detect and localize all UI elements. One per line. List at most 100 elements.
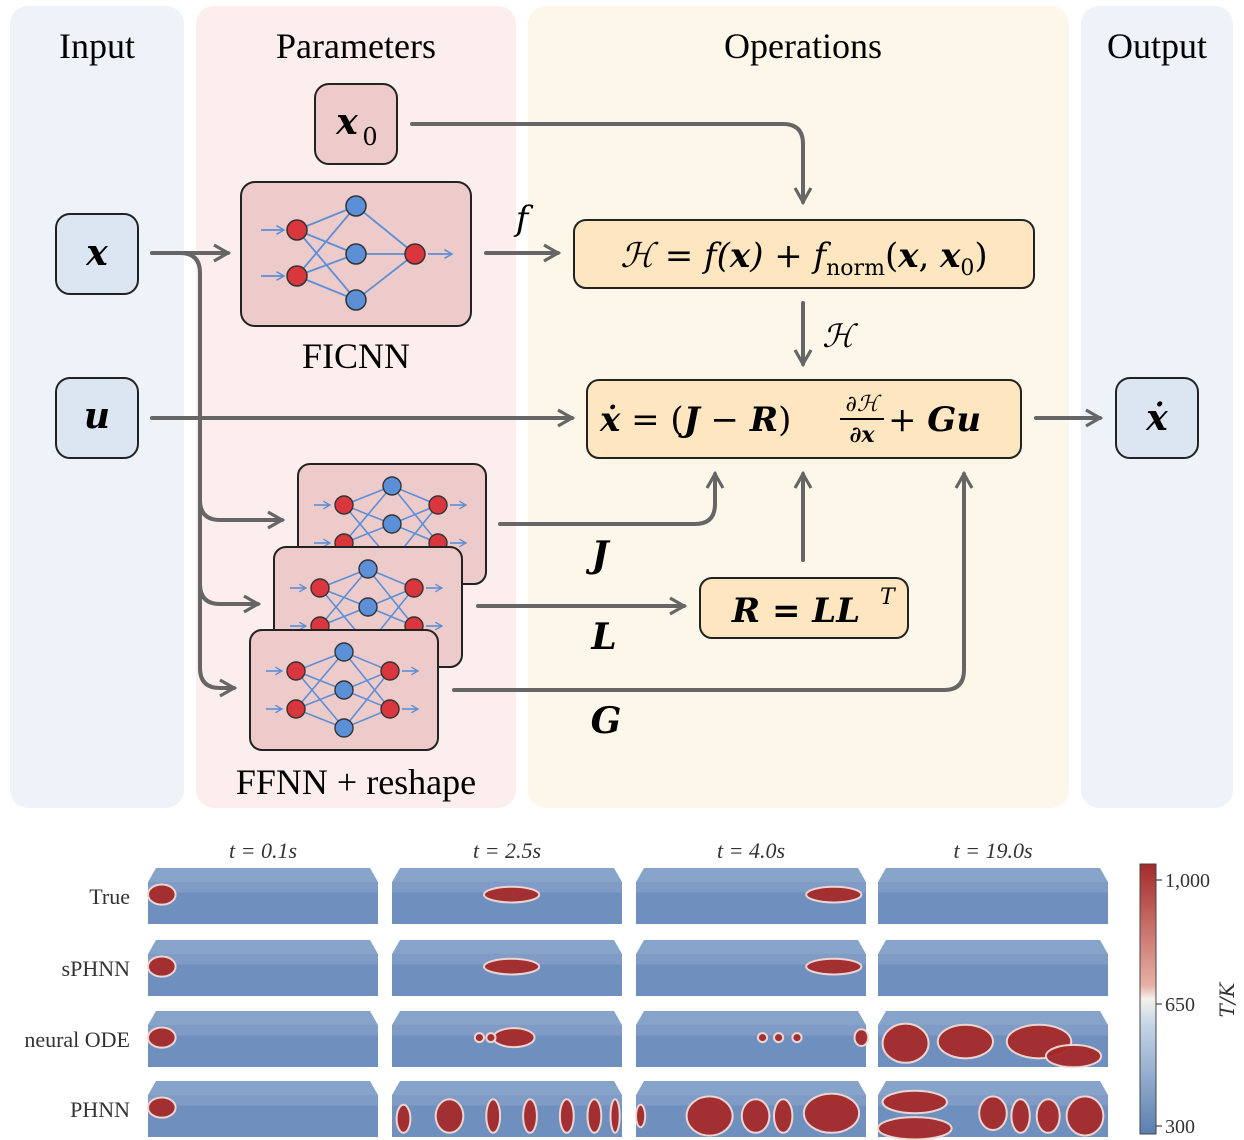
ficnn-neuron [286,219,308,241]
hamiltonian-equation: ℋ = f(x) + fnorm(x, x0) [620,236,987,281]
snapshot-top-face [392,868,622,882]
hot-spot [485,1098,502,1134]
hot-spot [881,1022,930,1064]
ffnn-edge [343,485,393,544]
ffnn-label: FFNN + reshape [236,762,476,802]
R-equation-superscript: T [880,585,897,610]
snapshot-band [878,882,1108,893]
hot-spot [877,1116,953,1140]
dynamics-equation-left: ẋ = (J − R) [599,400,791,440]
simulation-snapshot [878,940,1108,996]
hot-spot [978,1095,1008,1131]
snapshot-top-face [636,1011,866,1025]
hot-spot [473,1032,485,1044]
ffnn-neuron [358,597,378,617]
snapshot-top-face [392,1081,622,1095]
snapshot-band [148,1095,378,1106]
colorbar-tick-label: 300 [1165,1116,1195,1138]
hot-spot [483,957,541,976]
hot-spot [1035,1098,1061,1134]
operations-column-title: Operations [724,26,882,66]
hot-spot [936,1023,995,1060]
ffnn-edge [319,568,369,627]
ffnn-neuron [382,476,402,496]
snapshot-band [636,1025,866,1036]
snapshot-band [392,1095,622,1106]
colorbar [1139,863,1157,1135]
hot-spot [685,1095,734,1137]
snapshot-top-face [392,1011,622,1025]
simulation-snapshot [636,940,866,996]
ficnn-neuron [345,243,367,265]
hot-spot [791,1032,803,1044]
hot-spot [1065,1095,1105,1137]
hot-spot [522,1098,538,1134]
time-label: t = 19.0s [953,838,1032,863]
ficnn-neuron [345,195,367,217]
snapshot-top-face [392,940,622,954]
edge-label-H: ℋ [822,317,858,355]
dynamics-fraction-denominator: ∂x [850,422,876,448]
snapshot-band [636,882,866,893]
hot-spot [756,1032,769,1044]
arrow-x-branch [150,251,202,670]
hot-spot [483,885,541,904]
edge-label-G: G [591,700,622,742]
snapshot-band [148,1025,378,1036]
hot-spot [485,1032,497,1044]
ffnn-neuron [428,495,448,515]
output-xdot-label: ẋ [1145,397,1168,439]
ficnn-neuron [404,243,426,265]
simulation-snapshot [392,940,622,996]
dynamics-equation-right: + Gu [888,400,981,440]
snapshot-top-face [148,940,378,954]
hot-spot [881,1089,948,1115]
arrow-x-to-ffnn-J [198,498,286,530]
snapshot-top-face [148,868,378,882]
dynamics-equation-box [586,379,1022,459]
ffnn-neuron [404,578,424,598]
ffnn-neuron [380,661,400,681]
hamiltonian-equation-box [573,219,1035,289]
snapshot-band [148,882,378,893]
snapshot-top-face [636,868,866,882]
input-u-label: u [84,395,110,437]
snapshot-front-face [148,954,378,996]
ffnn-neuron [310,578,330,598]
row-label: sPHNN [62,956,131,981]
arrow-x-to-ffnn-G [198,666,238,698]
colorbar-tick-label: 650 [1165,994,1195,1016]
hot-spot [609,1098,621,1134]
snapshot-top-face [878,1081,1108,1095]
input-column-title: Input [59,26,135,66]
snapshot-top-face [878,940,1108,954]
hot-spot [586,1098,603,1134]
hot-spot [558,1098,575,1134]
ffnn-neuron [334,680,354,700]
R-equation-box [699,577,909,639]
hot-spot [1044,1043,1103,1069]
hot-spot [147,1096,177,1119]
hot-spot [147,955,177,978]
simulation-snapshot [147,1081,378,1137]
snapshot-front-face [148,882,378,924]
input-x-node [55,213,139,295]
simulation-snapshot [147,940,378,996]
hot-spot [802,1092,861,1134]
time-label: t = 4.0s [717,838,785,863]
simulation-snapshot [392,1011,622,1067]
ficnn-label: FICNN [302,336,410,376]
simulation-snapshot [392,868,622,924]
hot-spot [1010,1098,1031,1134]
x0-parameter-subscript: 0 [362,123,377,151]
R-equation: R = LL [731,591,860,631]
row-label: True [89,884,130,909]
ffnn-stack [249,463,487,751]
output-xdot-node [1115,377,1199,459]
time-label: t = 0.1s [229,838,297,863]
hot-spot [740,1098,771,1134]
snapshot-top-face [636,1081,866,1095]
time-label: t = 2.5s [473,838,541,863]
simulation-snapshot [878,1011,1108,1069]
